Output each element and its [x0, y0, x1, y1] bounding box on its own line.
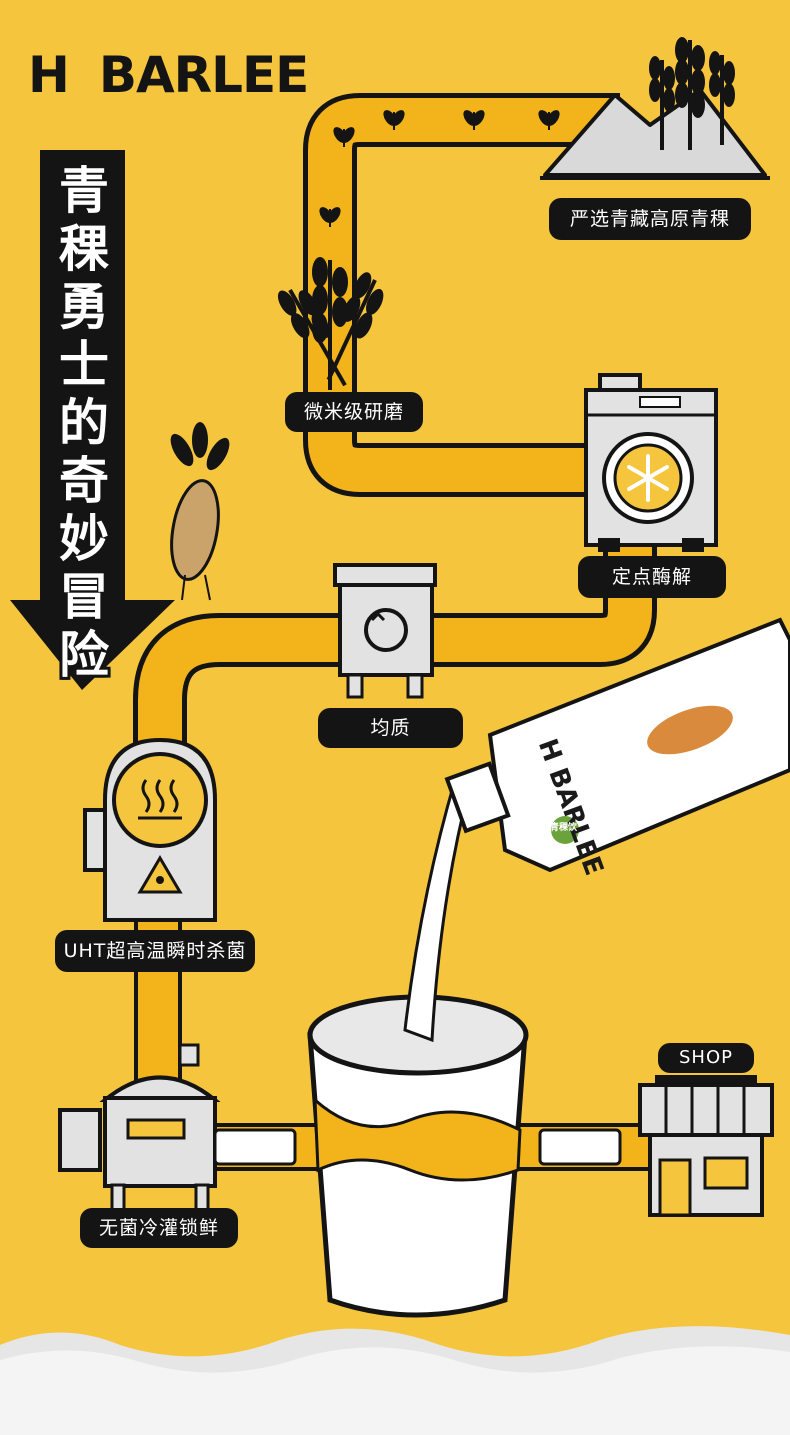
filling-tank-icon	[58, 1043, 221, 1217]
shop-sign: SHOP	[658, 1043, 754, 1073]
step-label-enzyme: 定点酶解	[578, 556, 726, 598]
package-badge: 青稞饮	[550, 823, 578, 833]
shop-icon	[638, 1075, 774, 1217]
step-label-select: 严选青藏高原青稞	[549, 198, 751, 240]
down-arrow-icon	[10, 150, 175, 690]
mountain-icon	[540, 88, 770, 180]
title-char: 冒	[59, 568, 109, 626]
barley-icon	[649, 37, 735, 150]
brand-name-rest: BARLEE	[98, 46, 309, 104]
title-char: 妙	[59, 510, 109, 568]
title-char: 勇	[59, 278, 109, 336]
barley-mascot-icon	[170, 422, 230, 601]
title-char: 士	[59, 336, 109, 394]
title-char: 奇	[59, 452, 109, 510]
step-label-homogenize: 均质	[318, 708, 463, 748]
title-char: 的	[59, 394, 109, 452]
mini-bottle-icons	[213, 1128, 622, 1166]
vertical-title: 青 稞 勇 士 的 奇 妙 冒 险	[46, 162, 122, 684]
title-char: 险	[59, 626, 109, 684]
wheat-cluster-icon	[277, 257, 384, 390]
step-label-fill: 无菌冷灌锁鲜	[80, 1208, 238, 1248]
step-label-uht: UHT超高温瞬时杀菌	[55, 930, 255, 972]
glass-icon	[307, 778, 529, 1318]
bottom-wave	[0, 1326, 790, 1435]
title-char: 稞	[59, 220, 109, 278]
title-char: 青	[59, 162, 109, 220]
homogenizer-icon	[333, 563, 437, 699]
uht-machine-icon	[83, 737, 217, 922]
enzyme-machine-icon	[584, 373, 718, 552]
brand-letter-h: H	[28, 46, 70, 104]
step-label-grind: 微米级研磨	[285, 392, 423, 432]
drink-package-icon	[444, 617, 790, 873]
